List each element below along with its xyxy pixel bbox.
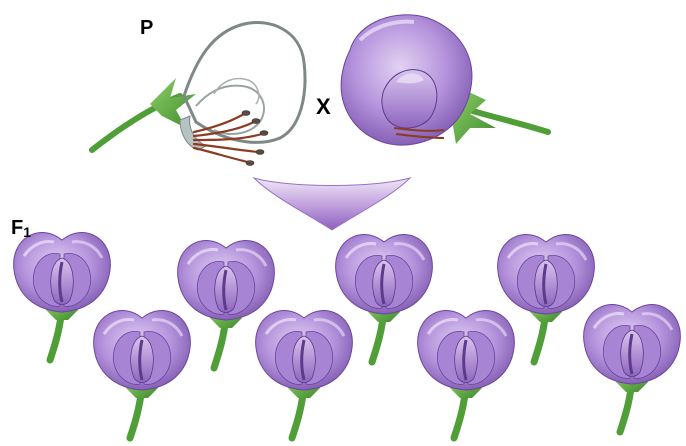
f1-offspring-row [14, 232, 681, 438]
parent-flower-purple [341, 15, 548, 145]
f1-label-subscript: 1 [23, 224, 31, 240]
f1-flower-6 [418, 310, 515, 438]
f1-flower-4 [256, 310, 353, 438]
parent-flower-emasculated [92, 23, 305, 166]
cross-symbol: X [316, 94, 331, 119]
f1-flower-2 [94, 310, 191, 438]
f1-label-letter: F [11, 217, 23, 239]
parents-label: P [140, 17, 153, 39]
cross-result-arrow [254, 178, 410, 230]
f1-flower-8 [584, 304, 681, 432]
f1-label: F1 [11, 217, 31, 240]
